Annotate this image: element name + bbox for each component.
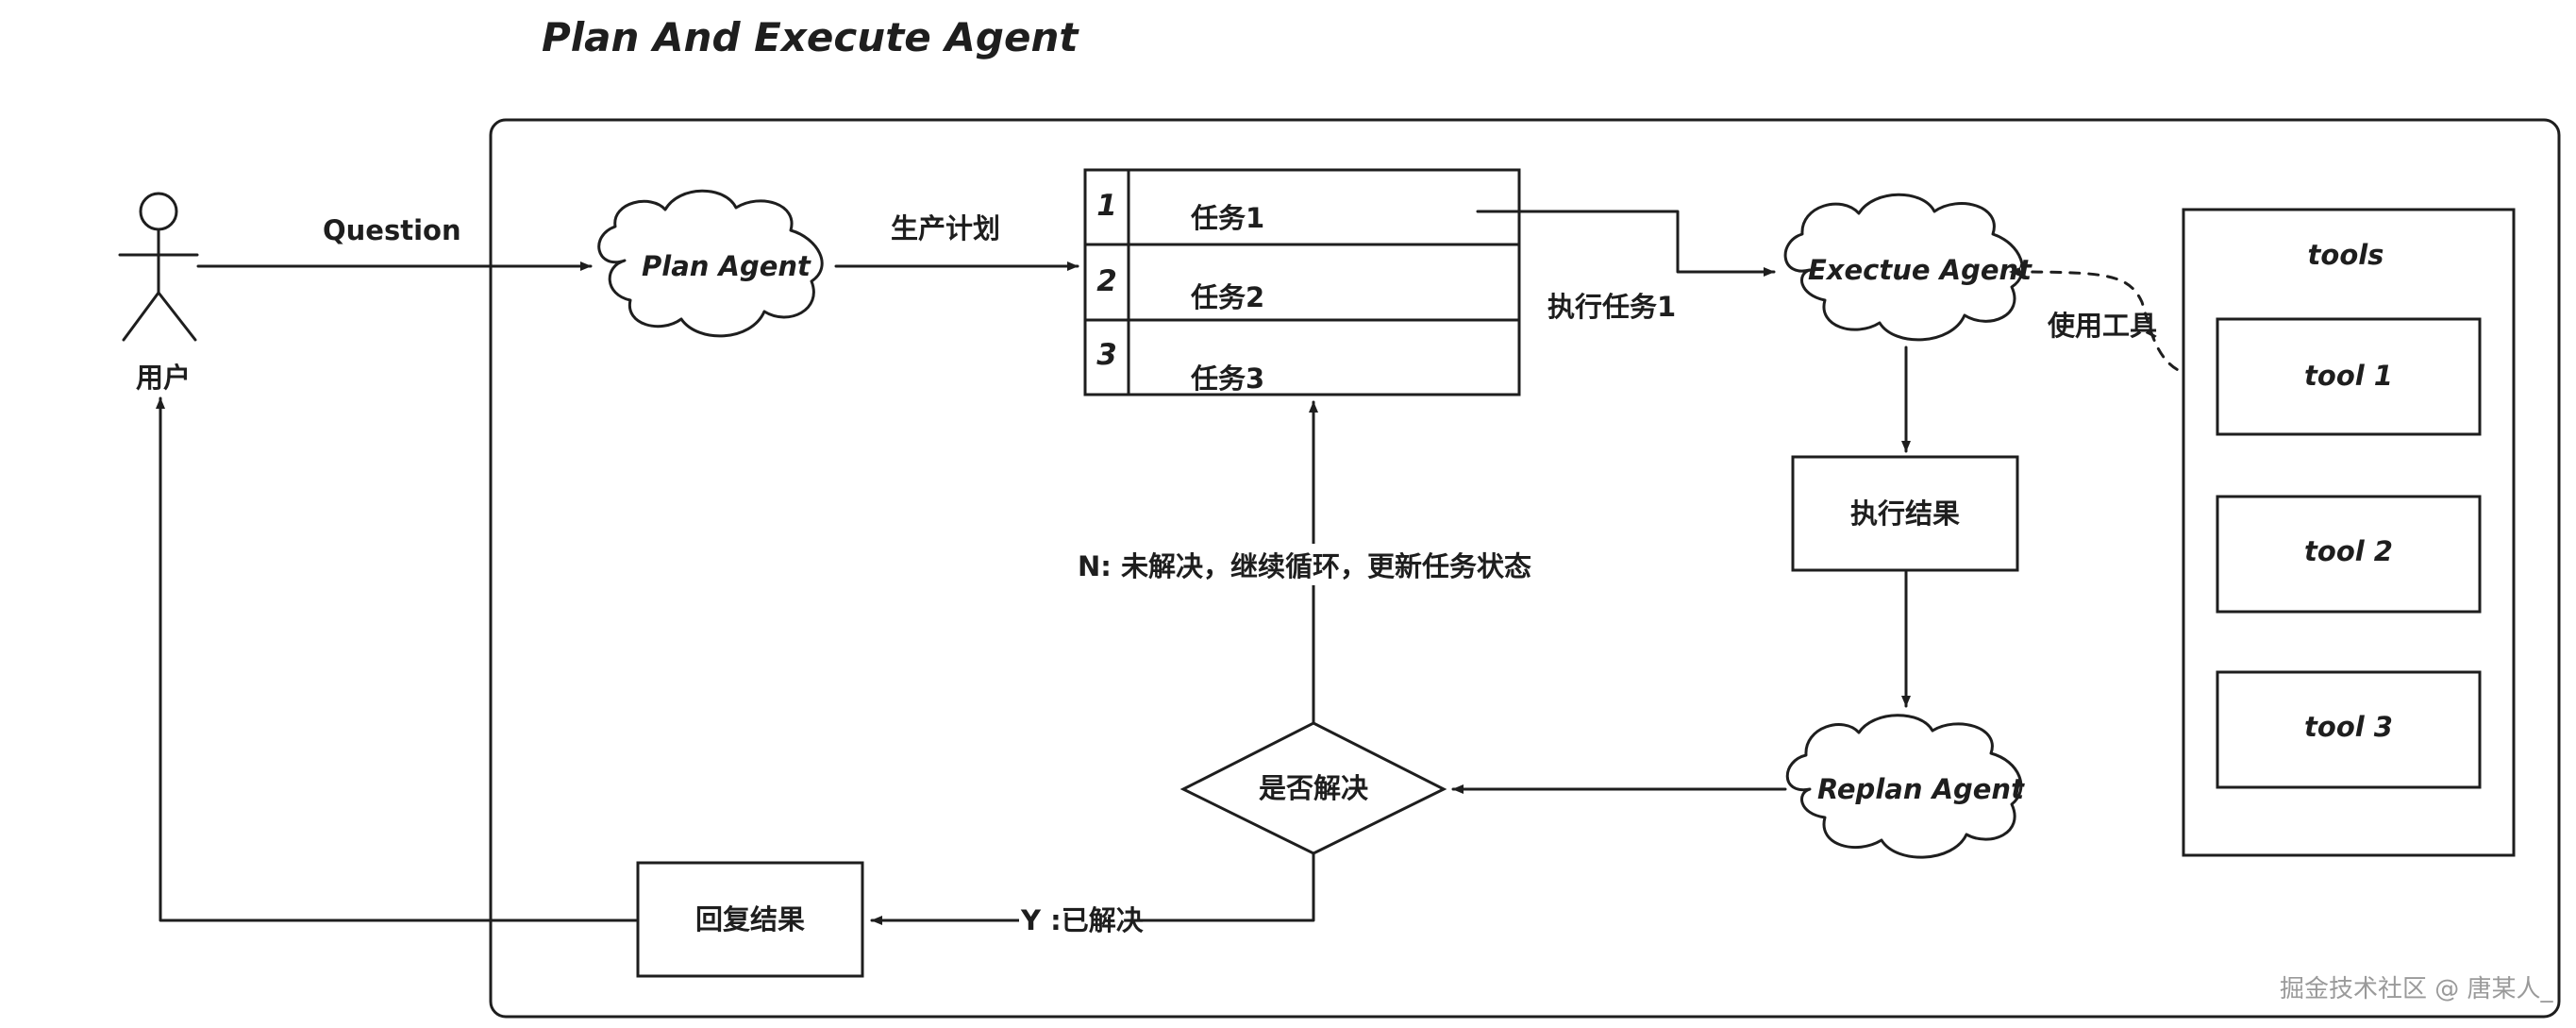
reply-to-user-arrow bbox=[156, 396, 638, 922]
execute-task-label: 执行任务1 bbox=[1547, 291, 1676, 323]
task-number: 1 bbox=[1096, 189, 1117, 223]
produce-plan-label: 生产计划 bbox=[891, 212, 1000, 244]
execute-task-arrow bbox=[1476, 210, 1776, 277]
plan-agent-cloud bbox=[597, 189, 824, 338]
reply-result-box bbox=[636, 861, 864, 978]
user-label: 用户 bbox=[136, 362, 191, 394]
execute-agent-cloud bbox=[1783, 193, 2024, 342]
agent-frame bbox=[489, 118, 2561, 1019]
tool-box bbox=[2216, 495, 2482, 614]
task-label: 任务1 bbox=[1190, 202, 1264, 234]
tool-label: tool 2 bbox=[2304, 535, 2393, 567]
tool-box bbox=[2216, 670, 2482, 789]
question-label: Question bbox=[323, 214, 461, 246]
decision-label: 是否解决 bbox=[1259, 772, 1369, 804]
use-tools-label: 使用工具 bbox=[2047, 310, 2157, 342]
plan-agent-label: Plan Agent bbox=[642, 250, 811, 282]
tool-box bbox=[2216, 317, 2482, 436]
exec-result-box bbox=[1791, 455, 2019, 572]
yes-branch-label: Y :已解决 bbox=[1020, 904, 1145, 936]
task-number: 2 bbox=[1096, 264, 1117, 298]
diagram-title: Plan And Execute Agent bbox=[542, 14, 1079, 60]
tool-label: tool 3 bbox=[2304, 711, 2393, 743]
execute-agent-label: Exectue Agent bbox=[1808, 254, 2032, 286]
task-label: 任务2 bbox=[1190, 281, 1264, 313]
user-actor-icon bbox=[118, 192, 199, 342]
task-number: 3 bbox=[1096, 338, 1117, 372]
no-branch-label: N: 未解决，继续循环，更新任务状态 bbox=[1078, 550, 1531, 582]
exec-result-label: 执行结果 bbox=[1850, 497, 1960, 530]
tools-title: tools bbox=[2308, 239, 2384, 271]
task-label: 任务3 bbox=[1190, 362, 1264, 395]
watermark: 掘金技术社区 @ 唐某人_ bbox=[2280, 975, 2554, 1003]
replan-agent-label: Replan Agent bbox=[1817, 773, 2025, 805]
task-list-table bbox=[1083, 168, 1521, 396]
use-tools-connector bbox=[2008, 267, 2216, 378]
tool-label: tool 1 bbox=[2304, 360, 2393, 392]
replan-agent-cloud bbox=[1785, 714, 2023, 859]
reply-result-label: 回复结果 bbox=[695, 903, 805, 935]
